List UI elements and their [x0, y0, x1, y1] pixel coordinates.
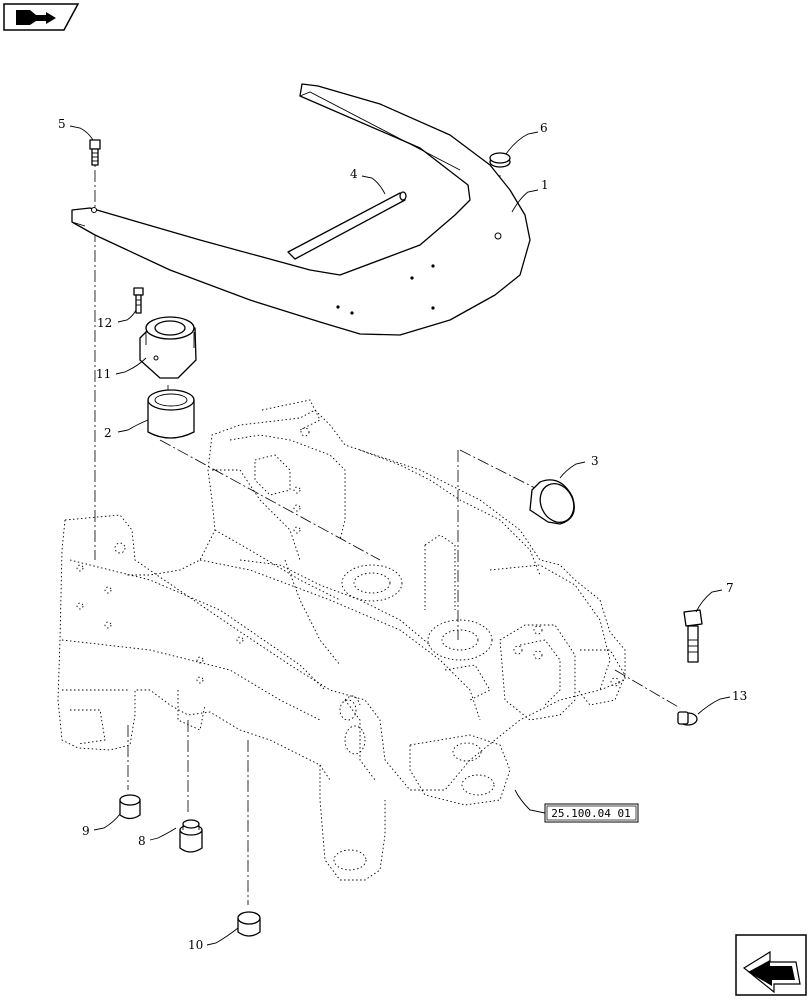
part-9-cap[interactable]	[119, 794, 141, 820]
callout-11: 11	[96, 367, 111, 381]
callout-3: 3	[591, 454, 599, 468]
callout-4: 4	[350, 167, 358, 181]
callout-2: 2	[104, 426, 112, 440]
part-2-sleeve[interactable]	[147, 389, 195, 439]
callout-labels: 1 2 3 4 5 6 7 8 9 10 11 12 13	[58, 117, 747, 952]
part-3-cap[interactable]	[529, 478, 580, 528]
callout-9: 9	[82, 824, 90, 838]
reference-label: 25.100.04 01	[551, 807, 630, 820]
callout-1: 1	[541, 178, 549, 192]
next-page-arrow-icon[interactable]	[735, 934, 807, 996]
part-1-cover-plate[interactable]	[71, 83, 531, 336]
part-12-screw[interactable]	[133, 287, 144, 314]
part-7-bolt[interactable]	[683, 609, 703, 663]
part-10-cap[interactable]	[237, 911, 261, 937]
callout-13: 13	[732, 689, 747, 703]
part-4-rod[interactable]	[287, 191, 407, 260]
callout-5: 5	[58, 117, 66, 131]
main-frame-assembly	[57, 399, 626, 881]
reference-box[interactable]: 25.100.04 01	[544, 803, 639, 823]
part-11-flanged-bushing[interactable]	[139, 316, 197, 379]
callout-8: 8	[138, 834, 146, 848]
part-5-bolt[interactable]	[89, 139, 101, 166]
part-13-plug[interactable]	[677, 711, 698, 726]
callout-10: 10	[188, 938, 203, 952]
callout-6: 6	[540, 121, 548, 135]
part-8-threaded-plug[interactable]	[179, 819, 203, 853]
callout-7: 7	[726, 581, 734, 595]
page-flip-icon[interactable]	[3, 3, 80, 31]
part-6-plug[interactable]	[489, 152, 511, 168]
callout-leaders	[69, 125, 731, 946]
callout-12: 12	[97, 316, 112, 330]
